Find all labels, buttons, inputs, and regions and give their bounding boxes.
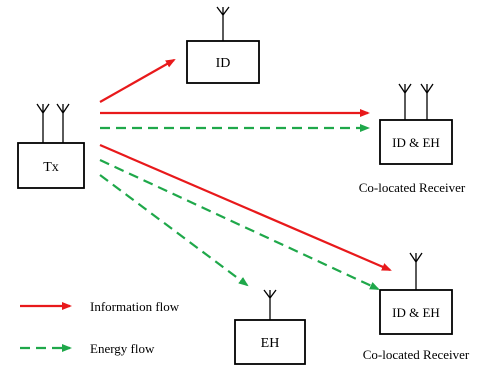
colocated-bottom-antenna-icon <box>409 252 423 290</box>
tx-box <box>17 142 85 189</box>
colocated-receiver-bottom-node: ID & EH Co-located Receiver <box>363 252 470 362</box>
energy-flow-arrow-to-eh <box>99 174 249 287</box>
colocated-receiver-top-label: ID & EH <box>392 135 440 150</box>
eh-antenna-icon <box>263 289 277 320</box>
colocated-receiver-bottom-label: ID & EH <box>392 305 440 320</box>
info-flow-arrow-to-id <box>99 59 176 103</box>
colocated-receiver-top-node: ID & EH Co-located Receiver <box>359 83 466 195</box>
eh-receiver-node: EH <box>234 289 306 365</box>
tx-node: Tx <box>17 103 85 189</box>
colocated-receiver-top-caption: Co-located Receiver <box>359 180 466 195</box>
id-receiver-box <box>186 40 260 84</box>
info-flow-arrow-to-colocated-bottom <box>99 143 392 272</box>
legend-information-label: Information flow <box>90 299 180 314</box>
energy-flow-arrow-to-colocated-bottom <box>99 159 380 290</box>
colocated-receiver-bottom-caption: Co-located Receiver <box>363 347 470 362</box>
id-antenna-icon <box>216 6 230 41</box>
colocated-receiver-bottom-box <box>379 289 453 335</box>
legend-energy-label: Energy flow <box>90 341 155 356</box>
colocated-receiver-top-box <box>379 119 453 165</box>
colocated-top-antenna-icon <box>398 83 434 120</box>
eh-receiver-label: EH <box>261 336 280 351</box>
tx-antenna-icon <box>36 103 70 143</box>
eh-receiver-box <box>234 319 306 365</box>
legend: Information flow Energy flow <box>20 299 180 356</box>
id-receiver-node: ID <box>186 6 260 84</box>
tx-label: Tx <box>43 160 59 175</box>
id-receiver-label: ID <box>216 56 231 71</box>
